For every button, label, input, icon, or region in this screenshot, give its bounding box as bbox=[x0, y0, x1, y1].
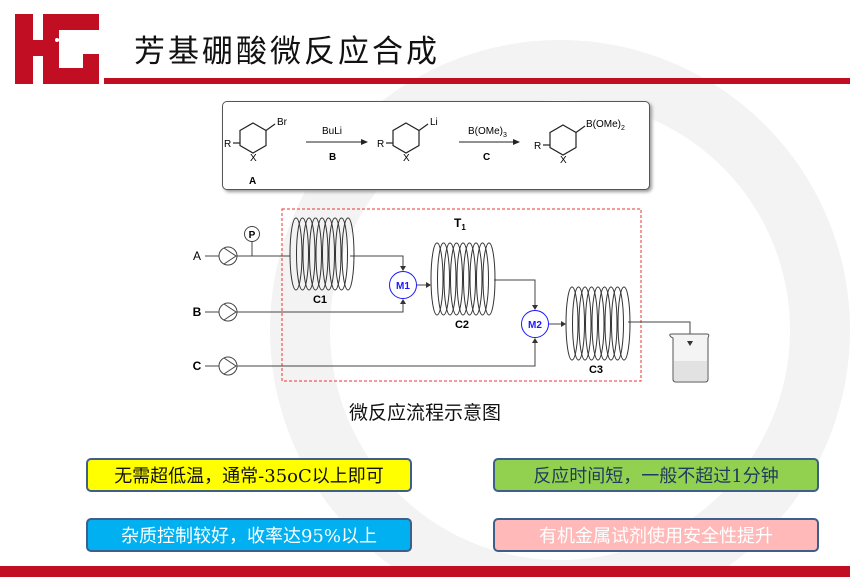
substituent-li: Li bbox=[430, 117, 438, 128]
coil-loop bbox=[476, 242, 489, 316]
mixer-label-m1: M1 bbox=[396, 281, 410, 292]
coil-loop bbox=[341, 217, 355, 291]
pump-label-b: B bbox=[193, 305, 202, 319]
label-b: B bbox=[329, 152, 336, 163]
coil-loop bbox=[463, 242, 476, 316]
coil-reactor-1 bbox=[289, 217, 355, 291]
coil-loop bbox=[604, 286, 618, 361]
coil-loop bbox=[456, 242, 470, 316]
coil-loop bbox=[443, 242, 457, 316]
coil-loop bbox=[315, 217, 329, 291]
pump-icon bbox=[218, 356, 238, 376]
pressure-gauge-label: P bbox=[249, 230, 256, 241]
x-atom: X bbox=[560, 155, 567, 166]
coil-label-c2: C2 bbox=[455, 319, 469, 331]
pump-icon bbox=[218, 302, 238, 322]
coil-loop bbox=[450, 242, 463, 316]
feature-low-temperature: 无需超低温，通常-35oC以上即可 bbox=[86, 458, 412, 492]
title-divider bbox=[104, 78, 850, 84]
feature-high-yield: 杂质控制较好，收率达95%以上 bbox=[86, 518, 412, 552]
product: B(OMe)2 R X bbox=[534, 119, 625, 166]
temperature-label: T1 bbox=[454, 216, 466, 232]
r-group: R bbox=[224, 139, 231, 150]
footer-bar bbox=[0, 566, 850, 577]
coil-loop bbox=[469, 242, 483, 316]
coil-loop bbox=[578, 286, 592, 361]
feature-safety: 有机金属试剂使用安全性提升 bbox=[493, 518, 819, 552]
coil-loop bbox=[302, 217, 316, 291]
reaction-scheme: Br R X A BuLi B Li R X B(OMe)3 C B(OMe)2… bbox=[222, 101, 650, 190]
coil-loop bbox=[591, 286, 605, 361]
reagent-bome3: B(OMe)3 bbox=[468, 126, 507, 139]
coil-loop bbox=[430, 242, 444, 316]
coil-loop bbox=[309, 217, 322, 291]
coil-loop bbox=[335, 217, 348, 291]
flow-diagram: T1 P A B C C1 C2 C3 M1 M2 bbox=[193, 208, 710, 383]
pump-label-a: A bbox=[193, 249, 201, 263]
label-a: A bbox=[249, 176, 256, 187]
coil-loop bbox=[437, 242, 450, 316]
coil-label-c1: C1 bbox=[313, 294, 327, 306]
intermediate-li: Li R X bbox=[377, 117, 438, 164]
substituent-bome2: B(OMe)2 bbox=[586, 119, 625, 132]
pressure-gauge-icon bbox=[244, 226, 260, 242]
coil-loop bbox=[611, 286, 624, 361]
mixer-m2-icon bbox=[521, 310, 549, 338]
coil-reactor-3 bbox=[565, 286, 631, 361]
feature-short-time: 反应时间短，一般不超过1分钟 bbox=[493, 458, 819, 492]
mixer-label-m2: M2 bbox=[528, 320, 542, 331]
r-group: R bbox=[377, 139, 384, 150]
coil-label-c3: C3 bbox=[589, 364, 603, 376]
substituent-br: Br bbox=[277, 117, 288, 128]
coil-loop bbox=[328, 217, 342, 291]
coil-loop bbox=[585, 286, 598, 361]
x-atom: X bbox=[403, 153, 410, 164]
beaker-icon bbox=[669, 333, 710, 383]
reagent-buli: BuLi bbox=[322, 126, 342, 137]
pump-label-c: C bbox=[193, 359, 202, 373]
coil-loop bbox=[482, 242, 496, 316]
coil-loop bbox=[322, 217, 335, 291]
coil-loop bbox=[572, 286, 585, 361]
compound-a: Br R X A bbox=[224, 117, 288, 187]
page-title: 芳基硼酸微反应合成 bbox=[134, 34, 440, 70]
r-group: R bbox=[534, 141, 541, 152]
diagram-caption: 微反应流程示意图 bbox=[348, 402, 501, 424]
temperature-zone bbox=[281, 208, 642, 382]
coil-reactor-2 bbox=[430, 242, 496, 316]
coil-loop bbox=[565, 286, 579, 361]
coil-loop bbox=[296, 217, 309, 291]
coil-loop bbox=[598, 286, 611, 361]
coil-loop bbox=[617, 286, 631, 361]
label-c: C bbox=[483, 152, 490, 163]
coil-loop bbox=[289, 217, 303, 291]
x-atom: X bbox=[250, 153, 257, 164]
pump-icon bbox=[218, 246, 238, 266]
mixer-m1-icon bbox=[389, 271, 417, 299]
company-logo bbox=[15, 14, 99, 84]
